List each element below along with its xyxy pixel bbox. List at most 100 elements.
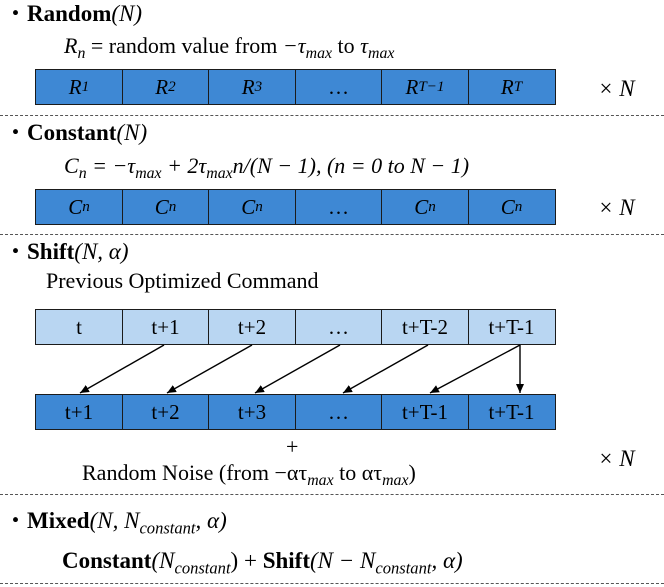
shifted-cell: t+T-1	[467, 394, 556, 430]
formula-symbol: −τ	[282, 33, 306, 58]
cell-subscript: n	[168, 198, 177, 215]
cell-subscript: T−1	[418, 78, 445, 95]
cell-symbol: …	[328, 74, 349, 99]
shift-arrow	[79, 344, 165, 394]
cell-symbol: C	[154, 194, 169, 219]
constant-args: (N)	[116, 120, 148, 145]
random-formula: Rn = random value from −τmax to τmax	[64, 33, 394, 67]
previous-cell: t+T-1	[467, 309, 556, 345]
mixed-args: , α)	[195, 508, 227, 533]
formula-symbol: C	[64, 153, 79, 178]
formula-text: = −τ	[86, 153, 136, 178]
cell-symbol: C	[500, 194, 515, 219]
formula-subscript: constant	[174, 558, 231, 578]
bullet: ・	[4, 508, 27, 533]
section-divider	[0, 583, 664, 584]
formula-subscript: max	[305, 45, 333, 63]
cell-subscript: n	[428, 198, 436, 215]
formula-text: to	[332, 33, 361, 58]
shifted-cell: t+3	[208, 394, 296, 430]
shifted-cell: t+T-1	[381, 394, 469, 430]
cell-symbol: C	[414, 194, 429, 219]
sequence-cell: …	[294, 69, 383, 105]
formula-text: (N	[151, 548, 175, 573]
shift-arrow	[254, 344, 341, 394]
shift-arrow	[166, 344, 253, 394]
section-divider	[0, 234, 664, 235]
previous-cell: t+2	[208, 309, 296, 345]
shift-caption: Previous Optimized Command	[46, 268, 319, 293]
random-args: (N)	[111, 1, 143, 26]
shifted-cell: t+2	[121, 394, 210, 430]
cell-symbol: R	[405, 74, 419, 99]
mixed-header: ・Mixed(N, Nconstant, α)	[4, 508, 227, 541]
cell-symbol: R	[241, 74, 255, 99]
shift-multiplier: × N	[598, 446, 635, 471]
cell-subscript: 3	[254, 78, 263, 95]
cell-subscript: 1	[81, 78, 90, 95]
formula-plus: +	[238, 548, 263, 573]
bullet: ・	[4, 120, 27, 145]
shift-arrow	[429, 344, 521, 394]
previous-cell: t+T-2	[381, 309, 469, 345]
cell-symbol: C	[68, 194, 83, 219]
cell-symbol: R	[500, 74, 514, 99]
bullet: ・	[4, 239, 27, 264]
cell-subscript: 2	[168, 78, 176, 95]
random-title: Random	[27, 1, 112, 26]
noise-text: )	[408, 460, 416, 485]
cell-subscript: n	[82, 198, 90, 215]
constant-title: Constant	[27, 120, 117, 145]
formula-subscript: constant	[375, 558, 432, 578]
formula-subscript: max	[135, 165, 162, 183]
formula-text: )	[230, 548, 239, 573]
shifted-command-row: t+1 t+2 t+3 … t+T-1 t+T-1	[35, 394, 556, 430]
cell-symbol: R	[68, 74, 82, 99]
formula-subscript: n	[77, 45, 86, 63]
section-divider	[0, 494, 664, 495]
shift-title: Shift	[27, 239, 75, 264]
mixed-args: (N, N	[89, 508, 140, 533]
formula-subscript: max	[368, 45, 395, 63]
shift-arrow	[342, 344, 429, 394]
cell-subscript: T	[513, 78, 523, 95]
cell-symbol: R	[155, 74, 169, 99]
previous-cell: t	[35, 309, 123, 345]
formula-text: (N − N	[310, 548, 376, 573]
previous-cell: t+1	[121, 309, 210, 345]
plus-sign: +	[286, 434, 299, 459]
formula-text: = random value from	[85, 33, 283, 58]
formula-text: , α)	[431, 548, 463, 573]
cell-subscript: n	[514, 198, 523, 215]
shifted-cell: t+1	[35, 394, 123, 430]
constant-multiplier: × N	[598, 195, 635, 220]
random-multiplier: × N	[598, 76, 635, 101]
previous-cell: …	[294, 309, 383, 345]
cell-symbol: …	[328, 194, 349, 219]
formula-symbol: R	[64, 33, 78, 58]
cell-symbol: C	[241, 194, 256, 219]
formula-text: + 2τ	[161, 153, 207, 178]
bullet: ・	[4, 1, 27, 26]
cell-subscript: n	[255, 198, 263, 215]
constant-header: ・Constant(N)	[4, 120, 147, 146]
mixed-formula: Constant(Nconstant) + Shift(N − Nconstan…	[62, 548, 463, 581]
shifted-cell: …	[294, 394, 383, 430]
constant-formula: Cn = −τmax + 2τmaxn/(N − 1), (n = 0 to N…	[64, 153, 469, 187]
noise-subscript: max	[382, 472, 409, 490]
mixed-title: Mixed	[27, 508, 90, 533]
formula-text: n/(N − 1), (n = 0 to N − 1)	[232, 153, 470, 178]
mixed-args-subscript: constant	[139, 518, 196, 538]
section-divider	[0, 115, 664, 116]
shift-header: ・Shift(N, α)	[4, 239, 129, 265]
previous-command-row: t t+1 t+2 … t+T-2 t+T-1	[35, 309, 556, 345]
random-noise-label: Random Noise (from −ατmax to ατmax)	[82, 460, 416, 494]
